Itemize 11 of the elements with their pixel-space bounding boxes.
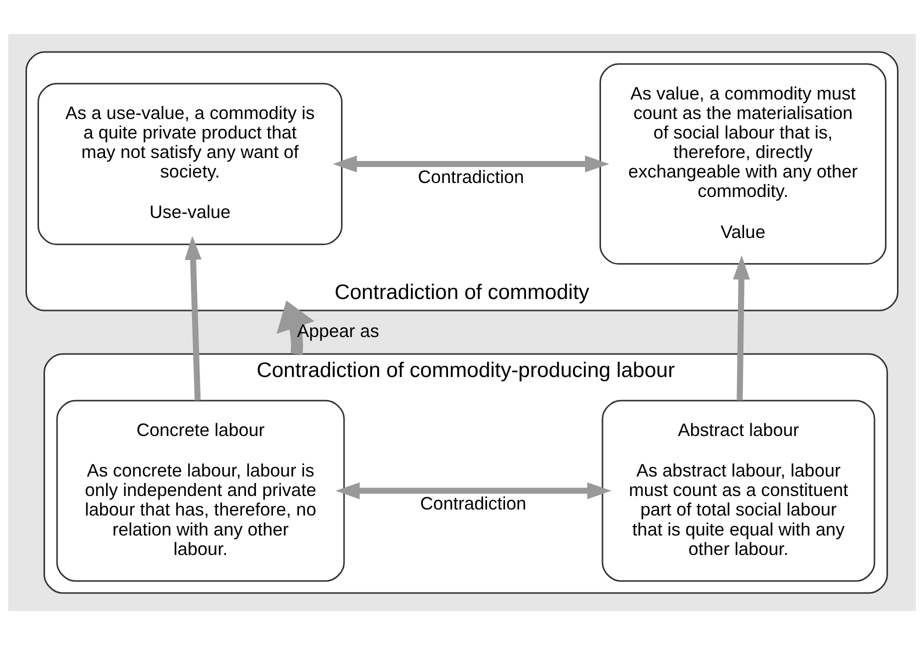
arrow — [732, 255, 750, 400]
arrow — [184, 236, 202, 400]
edge-label: Contradiction — [420, 494, 526, 514]
arrow — [332, 156, 610, 172]
arrow — [336, 482, 612, 500]
node-box: Concrete labour As concrete labour, labour is only independent and private labour that has, therefore, no relation with any other labour. — [56, 400, 345, 582]
edge-label: Appear as — [296, 320, 380, 341]
node-box: Abstract labour As abstract labour, labour must count as a constituent part of total social labour that is quite equal with any other labour. — [602, 400, 876, 582]
node-box: As value, a commodity must count as the materialisation of social labour that is, therefore, directly exchangeable with any other commodity. Value — [599, 63, 886, 265]
node-box: As a use-value, a commodity is a quite private product that may not satisfy any want of society. Use-value — [38, 82, 343, 246]
edge-label: Contradiction — [418, 166, 524, 187]
